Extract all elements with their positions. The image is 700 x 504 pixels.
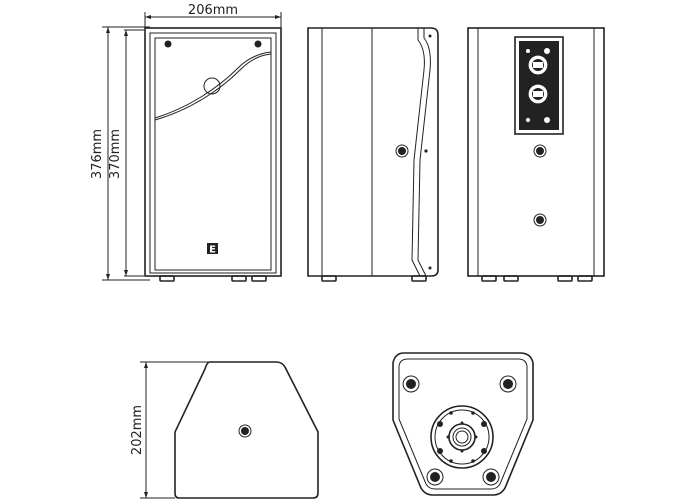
mount-screw-top-right: [499, 375, 517, 393]
rear-screw-lower: [536, 216, 544, 224]
front-view: E: [144, 27, 282, 282]
height-outer-label: 376mm: [90, 129, 105, 179]
depth-dimension: 202mm: [130, 361, 210, 499]
top-view: [174, 361, 319, 499]
front-screw-left: [164, 40, 172, 48]
width-label: 206mm: [188, 3, 238, 18]
side-handle-screw: [398, 147, 406, 155]
mount-screw-bottom-right: [482, 468, 500, 486]
connector-panel: [514, 36, 564, 135]
height-dimensions: 376mm 370mm: [90, 26, 150, 281]
width-dimension: 206mm: [144, 3, 282, 28]
top-screw: [241, 427, 249, 435]
bottom-view: [392, 352, 534, 496]
front-screw-right: [254, 40, 262, 48]
rear-view: [467, 27, 605, 282]
mount-screw-top-left: [402, 375, 420, 393]
side-view: [307, 27, 439, 282]
brand-logo-text: E: [209, 245, 216, 256]
pole-mount-flange: [430, 405, 494, 469]
brand-logo: E: [207, 243, 218, 256]
mount-screw-bottom-left: [426, 468, 444, 486]
depth-label: 202mm: [130, 405, 145, 455]
height-inner-label: 370mm: [108, 129, 123, 179]
rear-screw-upper: [536, 147, 544, 155]
